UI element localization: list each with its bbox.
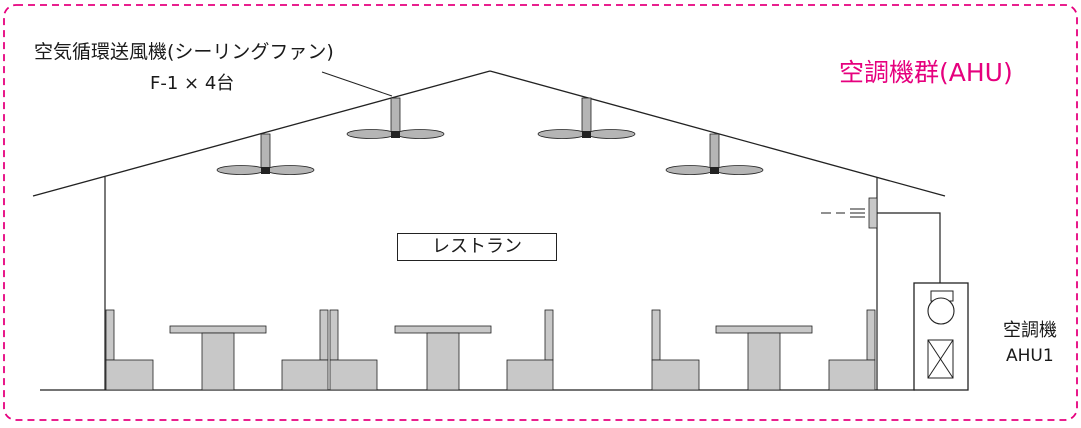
- air-outlet-icon: [821, 197, 878, 229]
- chair-seat: [651, 359, 700, 391]
- chair-back: [651, 309, 661, 361]
- table-top: [169, 325, 267, 334]
- ahu-unit: [913, 282, 969, 391]
- group-border: [3, 4, 1078, 421]
- seating-group: [329, 309, 554, 391]
- roof-left: [32, 70, 491, 197]
- group-title: 空調機群(AHU): [839, 58, 1013, 87]
- ceiling-fan-icon: [537, 97, 636, 139]
- chair-seat: [506, 359, 554, 391]
- table-leg: [201, 332, 235, 391]
- fan-count-label: F-1 × 4台: [150, 73, 235, 94]
- ahu-name-label: 空調機: [1003, 320, 1057, 341]
- chair-seat: [281, 359, 329, 391]
- supply-duct: [877, 212, 941, 283]
- chair-seat: [105, 359, 154, 391]
- table-top: [715, 325, 813, 334]
- table-leg: [747, 332, 781, 391]
- chair-seat: [828, 359, 876, 391]
- chair-back: [105, 309, 115, 361]
- table-leg: [426, 332, 460, 391]
- room-label: レストラン: [397, 233, 557, 261]
- ceiling-fan-icon: [216, 133, 315, 175]
- filter-symbol-icon: [927, 339, 954, 379]
- table-top: [394, 325, 492, 334]
- chair-seat: [329, 359, 378, 391]
- fan-name-label: 空気循環送風機(シーリングファン): [34, 41, 334, 63]
- ahu-id-label: AHU1: [1006, 346, 1054, 366]
- roof-right: [489, 70, 946, 197]
- chair-back: [866, 309, 876, 361]
- chair-back: [544, 309, 554, 361]
- ceiling-fan-icon: [346, 97, 445, 139]
- chair-back: [319, 309, 329, 361]
- seating-group: [105, 309, 329, 391]
- fan-symbol-icon: [927, 290, 955, 325]
- fan-leader-line: [321, 71, 393, 97]
- seating-group: [651, 309, 876, 391]
- ceiling-fan-icon: [665, 133, 764, 175]
- chair-back: [329, 309, 339, 361]
